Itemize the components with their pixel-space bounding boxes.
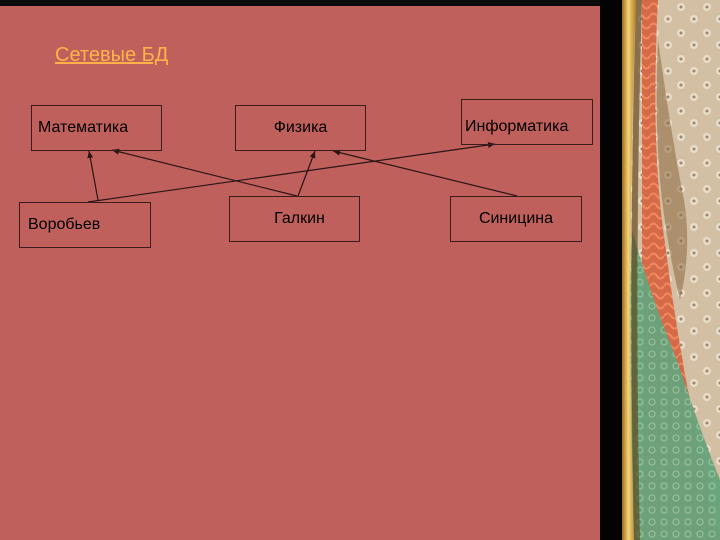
subject-box-matematika: Математика (31, 105, 162, 151)
person-box-galkin: Галкин (229, 196, 360, 242)
person-box-sinitsina: Синицина (450, 196, 582, 242)
relationship-lines (87, 142, 518, 203)
subject-label: Математика (38, 119, 129, 136)
slide-title: Сетевые БД (55, 44, 169, 66)
top-border (0, 0, 600, 6)
link-sinitsina-fizika (332, 149, 518, 197)
link-galkin-fizika (297, 150, 316, 197)
subject-label: Физика (273, 119, 328, 136)
decorative-fabric-panel (622, 0, 720, 540)
subject-box-informatika: Информатика (461, 99, 593, 145)
link-vorobyev-informatika (87, 142, 496, 203)
link-galkin-matematika (111, 148, 298, 197)
person-label: Галкин (274, 210, 325, 227)
black-divider (600, 0, 622, 540)
slide-content: Сетевые БД Математика Физика Информатика… (0, 0, 600, 540)
subject-box-fizika: Физика (235, 105, 366, 151)
person-box-vorobyev: Воробьев (19, 202, 151, 248)
person-label: Воробьев (28, 216, 101, 233)
person-label: Синицина (478, 210, 554, 227)
link-vorobyev-matematika (87, 150, 99, 201)
subject-label: Информатика (465, 118, 569, 135)
